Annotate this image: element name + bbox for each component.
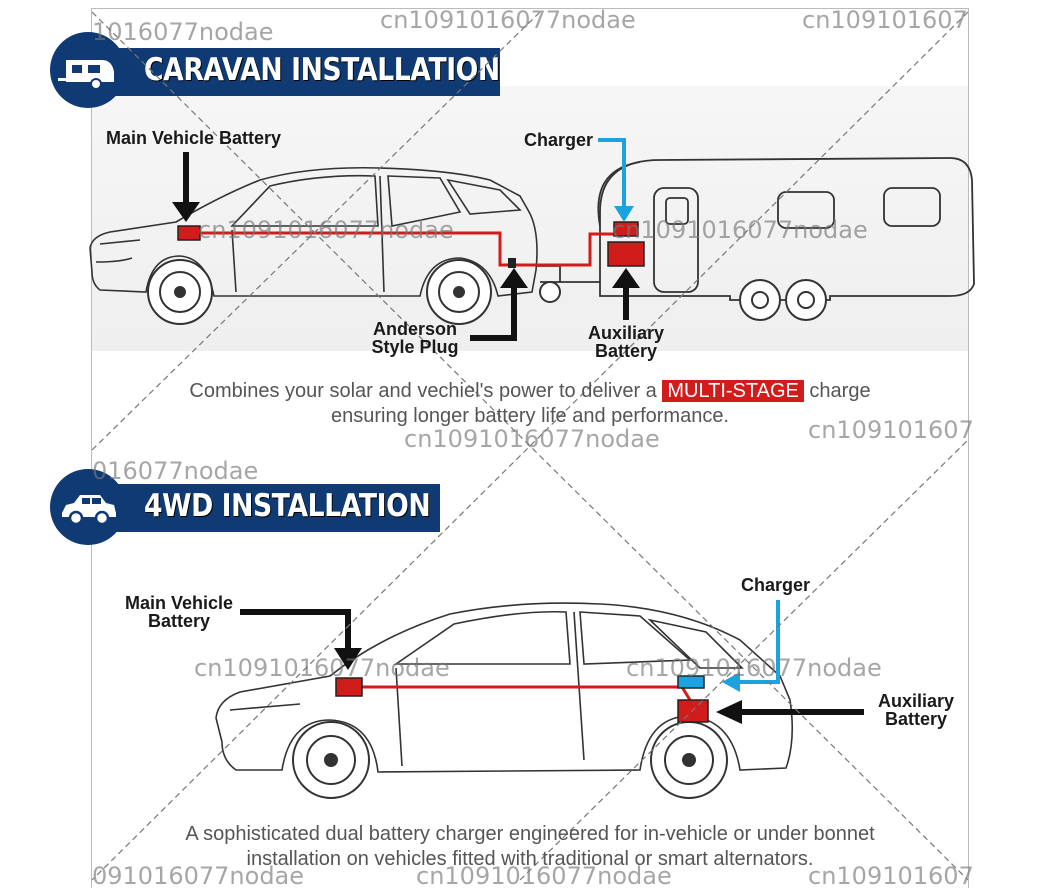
fwd-charger-unit [677, 675, 705, 689]
caravan-arrows [183, 152, 629, 341]
watermark-text: cn109101607 [802, 6, 968, 34]
fwd-car-wheels [292, 721, 728, 799]
fwd-aux-battery [677, 699, 709, 723]
multi-stage-badge: MULTI-STAGE [662, 380, 804, 402]
watermark-text: 1016077nodae [92, 18, 274, 46]
caravan-aux-battery-label: Auxiliary Battery [587, 323, 665, 361]
watermark-text: cn109101607 [808, 416, 974, 444]
watermark-text: cn1091016077nodae [416, 862, 672, 890]
watermark-text: cn1091016077nodae [404, 425, 660, 453]
watermark-text: cn1091016077nodae [380, 6, 636, 34]
car-wheels [147, 259, 492, 325]
fwd-banner: 4WD INSTALLATION [80, 484, 440, 532]
caravan-wheels [539, 279, 827, 321]
caravan-banner-title: CARAVAN INSTALLATION [144, 52, 500, 88]
fwd-caption: A sophisticated dual battery charger eng… [185, 823, 875, 870]
caravan-main-battery-label: Main Vehicle Battery [106, 128, 282, 148]
image-frame [91, 8, 969, 888]
caravan-icon [50, 32, 126, 108]
watermark-lines [91, 11, 969, 881]
fwd-charger-label: Charger [741, 575, 811, 595]
watermark-text: cn109101607 [808, 862, 974, 890]
caravan-drawing [536, 157, 975, 301]
fwd-main-battery-label: Main Vehicle Battery [124, 593, 234, 631]
caravan-wiring [200, 231, 625, 267]
fwd-aux-battery-label: Auxiliary Battery [877, 691, 955, 729]
fwd-main-battery [335, 677, 363, 697]
caravan-arrowheads [172, 202, 640, 288]
car-icon [50, 469, 126, 545]
watermark-text: 016077nodae [92, 457, 259, 485]
caravan-charger-label: Charger [524, 130, 594, 150]
caravan-main-battery [177, 225, 201, 241]
caravan-banner: CARAVAN INSTALLATION [80, 48, 500, 96]
watermark-text: cn1091016077nodae [198, 216, 454, 244]
caravan-caption: Combines your solar and vechiel's power … [189, 380, 871, 427]
caravan-aux-battery [607, 241, 645, 267]
fwd-arrowheads [334, 648, 742, 724]
fwd-wiring [362, 685, 692, 701]
caravan-charger-unit [613, 221, 639, 237]
fwd-banner-title: 4WD INSTALLATION [144, 488, 431, 524]
watermark-text: cn1091016077nodae [612, 216, 868, 244]
watermark-text: cn1091016077nodae [626, 654, 882, 682]
fwd-car-drawing [215, 602, 794, 773]
anderson-plug [508, 258, 516, 268]
caravan-charger-arrow [598, 138, 634, 222]
hatchback-car-drawing [89, 166, 538, 297]
fwd-arrows [240, 609, 864, 715]
watermark-text: cn1091016077nodae [194, 654, 450, 682]
watermark-text: 091016077nodae [92, 862, 305, 890]
anderson-plug-label: Anderson Style Plug [371, 319, 459, 357]
